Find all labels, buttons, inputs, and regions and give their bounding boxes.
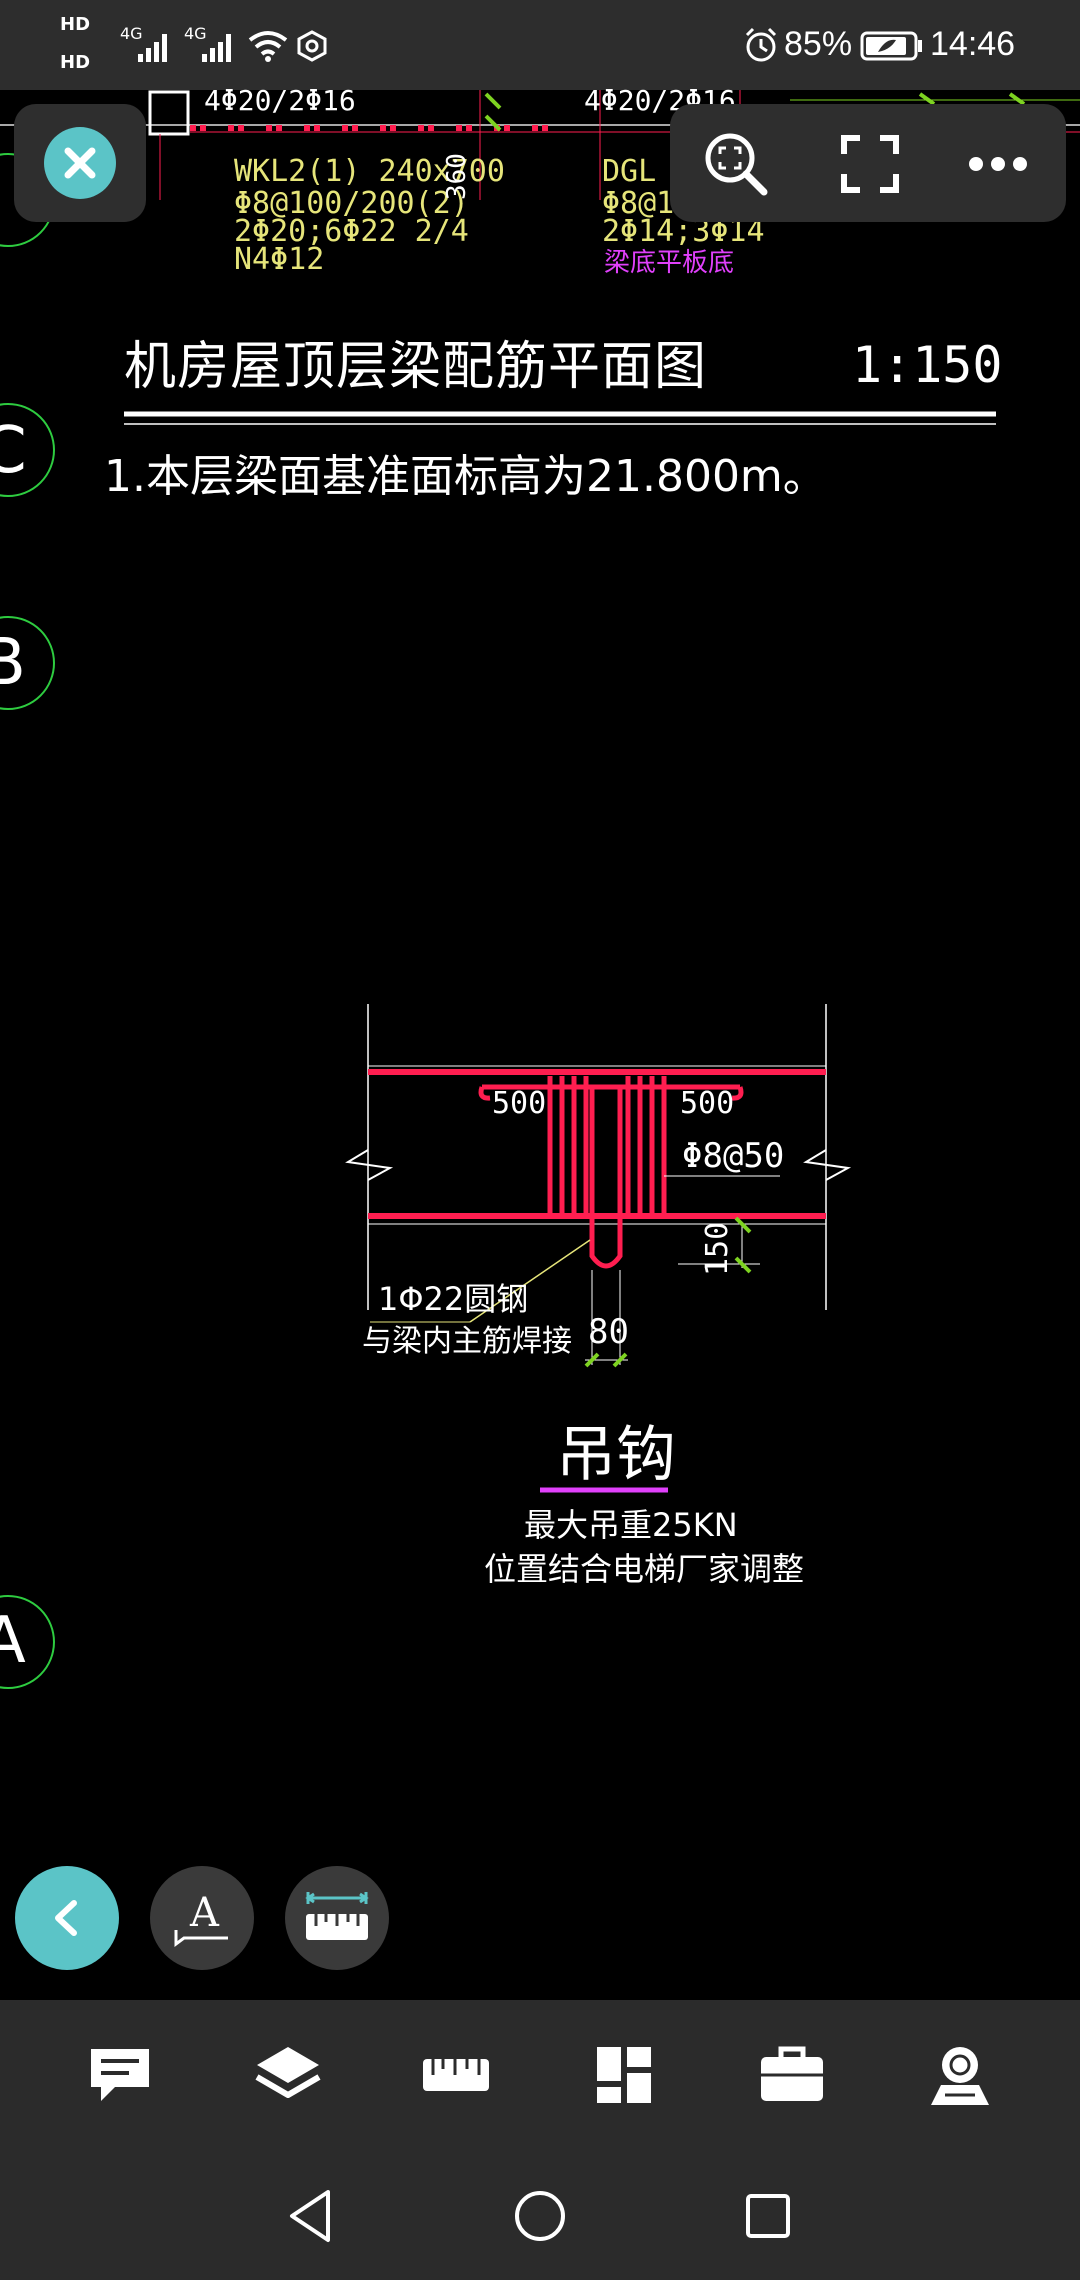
dimension-360: 360 (442, 153, 472, 200)
comment-icon (91, 2049, 149, 2101)
measure-button[interactable] (285, 1866, 389, 1970)
drawing-title: 机房屋顶层梁配筋平面图 (124, 337, 708, 397)
dashboard-tool[interactable] (584, 2040, 664, 2110)
detail-title: 吊钩 (556, 1420, 676, 1490)
chevron-left-icon (55, 1900, 77, 1936)
more-options-button[interactable] (962, 128, 1034, 200)
fullscreen-button[interactable] (834, 128, 906, 200)
circle-home-icon (515, 2191, 565, 2241)
zoom-fit-icon (705, 133, 768, 196)
dimension-500-left: 500 (492, 1086, 547, 1121)
dgl-stirrup-label: Φ8@1 (602, 186, 675, 221)
dashboard-icon (597, 2047, 651, 2103)
system-nav-bar (0, 2150, 1080, 2280)
drawing-note: 1.本层梁面基准面标高为21.800m。 (104, 451, 827, 502)
more-horizontal-icon (969, 157, 1027, 171)
nfc-icon (297, 30, 327, 62)
battery-icon (860, 31, 922, 61)
close-icon (64, 147, 96, 179)
dimension-80: 80 (588, 1312, 629, 1352)
beam-note-label: 梁底平板底 (604, 248, 735, 278)
text-annotation-button[interactable]: A (150, 1866, 254, 1970)
layers-icon (255, 2047, 321, 2098)
rebar-label-left: 4Φ20/2Φ16 (204, 84, 356, 117)
beam-name-label: WKL2(1) 240x700 (234, 154, 505, 189)
zoom-extents-button[interactable] (700, 128, 772, 200)
text-annotate-icon: A (174, 1890, 228, 1947)
fullscreen-icon (841, 135, 899, 193)
back-button[interactable] (15, 1866, 119, 1970)
axis-label-c: C (0, 414, 27, 488)
toolbox-tool[interactable] (752, 2040, 832, 2110)
signal-icon (138, 34, 167, 62)
user-settings-icon (931, 2047, 989, 2105)
wifi-icon (248, 31, 288, 62)
hd2-badge: HD (60, 52, 91, 73)
axis-label-b: B (0, 626, 26, 700)
beam-stirrup-label: Φ8@100/200(2) (234, 186, 469, 221)
clock: 14:46 (930, 25, 1016, 63)
dimension-150: 150 (700, 1221, 735, 1276)
stirrup-spacing-label: Φ8@50 (682, 1136, 785, 1176)
nav-recents-button[interactable] (738, 2186, 798, 2246)
status-bar: HD HD 4G 4G 85% 14:46 (0, 0, 1080, 90)
sim1-network: 4G (120, 24, 143, 43)
hook-bar-label: 1Φ22圆钢 (378, 1280, 529, 1318)
comments-tool[interactable] (80, 2040, 160, 2110)
beam-side-bars-label: N4Φ12 (234, 242, 325, 277)
beam-bars-label: 2Φ20;6Φ22 2/4 (234, 214, 469, 249)
ruler-tool[interactable] (416, 2040, 496, 2110)
layers-tool[interactable] (248, 2040, 328, 2110)
toolbox-icon (761, 2046, 823, 2101)
sim2-network: 4G (184, 24, 207, 43)
drawing-scale: 1:150 (852, 336, 1003, 394)
max-load-note: 最大吊重25KN (524, 1506, 738, 1544)
drawing-lines (0, 90, 1080, 1689)
square-recents-icon (746, 2194, 790, 2238)
view-controls (670, 104, 1066, 222)
svg-text:A: A (189, 1890, 220, 1936)
signal-icon-2 (202, 34, 231, 62)
dimension-500-right: 500 (680, 1086, 735, 1121)
nav-back-button[interactable] (282, 2186, 342, 2246)
measure-icon (305, 1892, 369, 1940)
axis-label-a: A (0, 1604, 26, 1678)
position-note: 位置结合电梯厂家调整 (484, 1550, 805, 1588)
ruler-icon (423, 2059, 489, 2091)
nav-home-button[interactable] (510, 2186, 570, 2246)
alarm-icon (745, 27, 777, 62)
user-settings-tool[interactable] (920, 2040, 1000, 2110)
close-button[interactable] (44, 127, 116, 199)
hd1-badge: HD (60, 14, 91, 35)
bottom-toolbar (0, 2000, 1080, 2150)
triangle-back-icon (290, 2190, 330, 2242)
cad-drawing-canvas[interactable]: 4Φ20/2Φ16 4Φ20/2Φ16 WKL2(1) 240x700 Φ8@1… (0, 84, 1080, 2000)
hook-weld-note: 与梁内主筋焊接 (362, 1324, 572, 1359)
battery-percent: 85% (784, 25, 853, 63)
close-panel (14, 104, 146, 222)
